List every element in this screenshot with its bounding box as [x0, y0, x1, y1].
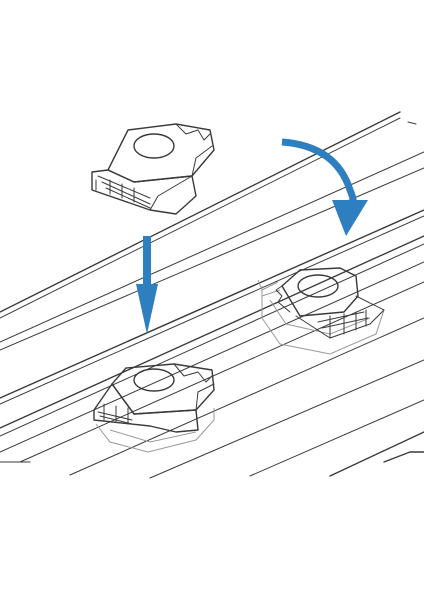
- aluminum-profile-rail: [0, 111, 424, 479]
- straight-down-arrow-icon: [136, 236, 158, 334]
- t-nut-rotated-locked: [257, 267, 385, 355]
- t-nut-before-insertion: [91, 123, 215, 215]
- t-nut-inserted-in-slot: [93, 363, 215, 453]
- curved-rotate-arrow-icon: [281, 138, 368, 236]
